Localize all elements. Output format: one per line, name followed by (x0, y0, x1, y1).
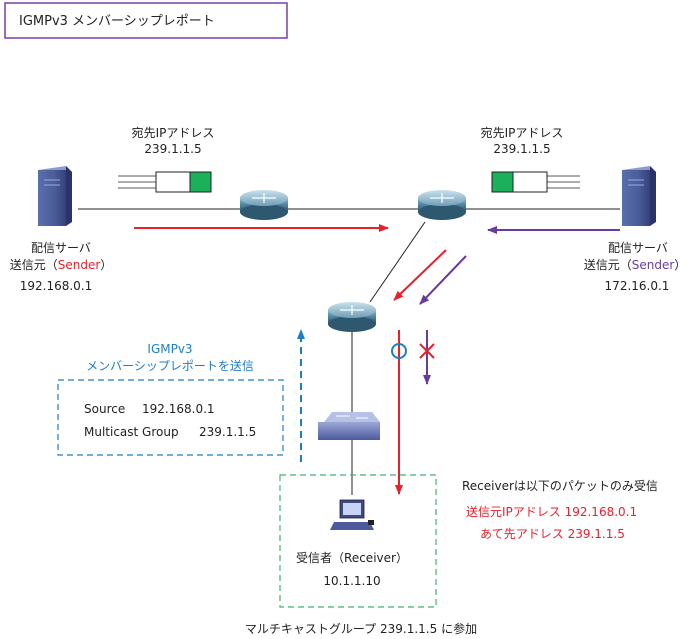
sender-right-role: 送信元（Sender） (584, 257, 687, 272)
router-center-icon (418, 190, 466, 220)
receiver-ip: 10.1.1.10 (323, 574, 380, 588)
receiver-label: 受信者（Receiver） (296, 551, 408, 565)
sender-left-ip: 192.168.0.1 (20, 279, 93, 293)
purple-downstream-arrow (419, 255, 467, 305)
receiver-group-box (279, 474, 437, 608)
allow-circle-icon (391, 343, 407, 359)
packet-left-label: 宛先IPアドレス (132, 125, 215, 140)
receive-note-source: 送信元IPアドレス 192.168.0.1 (466, 504, 637, 519)
sender-left-type: 配信サーバ (31, 241, 91, 255)
report-content-box (57, 379, 284, 456)
report-group-value: 239.1.1.5 (199, 425, 256, 439)
page-title: IGMPv3 メンバーシップレポート (19, 14, 215, 29)
switch-icon (318, 412, 380, 440)
report-title-line1: IGMPv3 (147, 342, 192, 356)
report-source-value: 192.168.0.1 (142, 402, 215, 416)
server-left-icon (38, 166, 72, 226)
receive-note-heading: Receiverは以下のパケットのみ受信 (462, 479, 658, 493)
report-source-label: Source (84, 402, 125, 416)
report-group-label: Multicast Group (84, 425, 179, 439)
server-right-icon (622, 166, 656, 226)
packet-right-icon (491, 171, 580, 193)
footer-caption: マルチキャストグループ 239.1.1.5 に参加 (245, 621, 477, 636)
network-links (78, 208, 620, 495)
sender-left-role: 送信元（Sender） (10, 257, 113, 272)
report-title-line2: メンバーシップレポートを送信 (86, 358, 254, 373)
receiver-pc-icon (330, 499, 374, 530)
sender-right-ip: 172.16.0.1 (605, 279, 670, 293)
packet-left-icon (118, 171, 212, 193)
router-left-icon (240, 190, 288, 220)
red-downstream-arrow (393, 249, 447, 301)
deny-cross-icon (419, 343, 435, 359)
packet-right-address: 239.1.1.5 (493, 142, 550, 156)
receive-note-destination: あて先アドレス 239.1.1.5 (480, 527, 625, 541)
sender-right-type: 配信サーバ (608, 241, 668, 255)
packet-left-address: 239.1.1.5 (144, 142, 201, 156)
router-lower-icon (328, 302, 376, 332)
title-box (4, 2, 288, 39)
packet-right-label: 宛先IPアドレス (481, 125, 564, 140)
